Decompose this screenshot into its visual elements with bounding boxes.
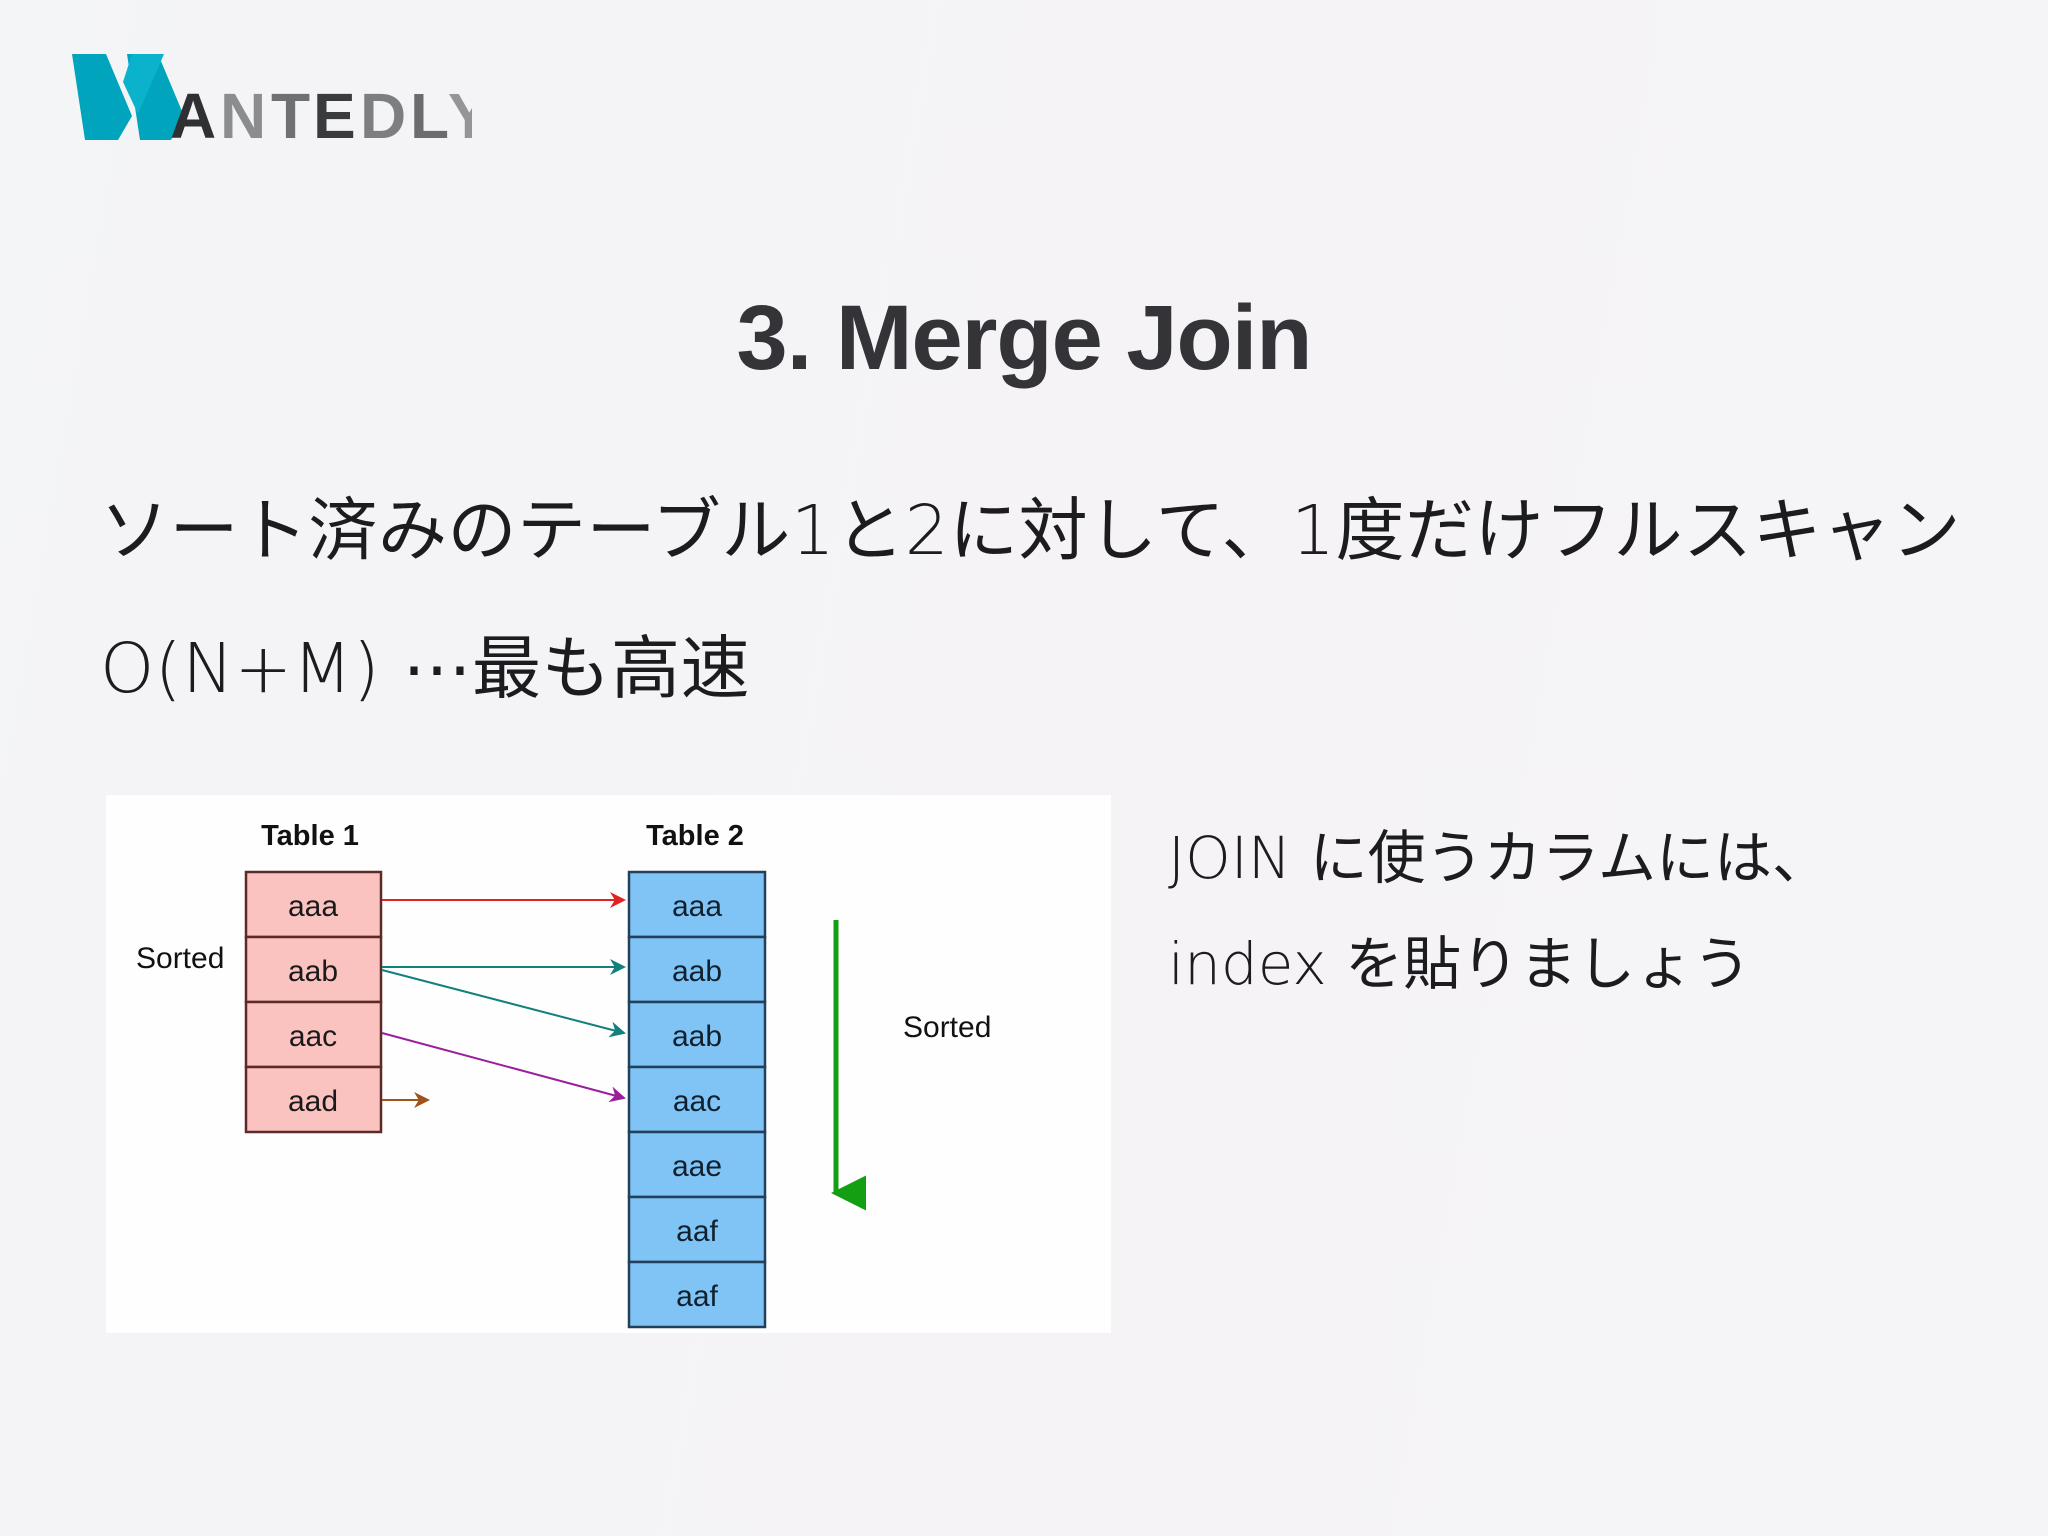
- table2-cell-4: aae: [672, 1150, 722, 1183]
- table1-cell-0: aaa: [288, 890, 338, 923]
- body-text-line-1: ソート済みのテーブル1と2に対して、1度だけフルスキャン: [100, 491, 1962, 571]
- wantedly-logo: A N T E D L Y: [72, 54, 472, 140]
- table-row: aab: [627, 935, 767, 1004]
- table1-cell-3: aad: [288, 1085, 338, 1118]
- table1-title: Table 1: [261, 820, 359, 852]
- table-row: aae: [627, 1130, 767, 1199]
- body-text-line-2: O(N+M) ⋯最も高速: [100, 629, 751, 709]
- side-note-line-2: index を貼りましょう: [1168, 930, 1752, 998]
- table2-title: Table 2: [646, 820, 744, 852]
- table2: aaa aab aab aac aae: [627, 870, 767, 1329]
- svg-text:T: T: [271, 80, 311, 140]
- merge-join-diagram: Table 1 Table 2 Sorted Sorted aaa aab: [106, 795, 1111, 1333]
- table-row: aab: [627, 1000, 767, 1069]
- table-row: aaa: [627, 870, 767, 939]
- table1-cell-1: aab: [288, 955, 338, 988]
- table2-cell-0: aaa: [672, 890, 722, 923]
- page-title: 3. Merge Join: [736, 287, 1313, 389]
- svg-text:Y: Y: [448, 80, 472, 140]
- join-connections: [381, 892, 626, 1108]
- table-row: aac: [244, 1000, 383, 1069]
- sorted-left-label: Sorted: [136, 942, 224, 975]
- svg-text:E: E: [313, 80, 357, 140]
- table2-cell-1: aab: [672, 955, 722, 988]
- svg-text:L: L: [410, 80, 450, 140]
- table-row: aab: [244, 935, 383, 1004]
- svg-text:D: D: [360, 80, 407, 140]
- table2-cell-6: aaf: [676, 1280, 718, 1313]
- table-row: aaf: [627, 1260, 767, 1329]
- table2-cell-2: aab: [672, 1020, 722, 1053]
- table2-cell-3: aac: [673, 1085, 721, 1118]
- table2-cell-5: aaf: [676, 1215, 718, 1248]
- logo-wordmark: A N T E D L Y: [170, 80, 472, 140]
- sorted-right-label: Sorted: [903, 1011, 991, 1044]
- wantedly-logo-svg: A N T E D L Y: [72, 54, 472, 140]
- table1: aaa aab aac aad: [244, 870, 383, 1134]
- body-text: ソート済みのテーブル1と2に対して、1度だけフルスキャン O(N+M) ⋯最も高…: [100, 462, 1980, 738]
- side-note: JOIN に使うカラムには、 index を貼りましょう: [1168, 805, 1968, 1017]
- table-row: aaf: [627, 1195, 767, 1264]
- table-row: aaa: [244, 870, 383, 939]
- connection-arrow-aab-2: [381, 969, 626, 1038]
- connection-arrow-aac: [381, 1032, 626, 1103]
- svg-text:A: A: [170, 80, 217, 140]
- logo-w-mark: [72, 54, 184, 140]
- merge-join-diagram-svg: Table 1 Table 2 Sorted Sorted aaa aab: [136, 820, 991, 1329]
- table1-cell-2: aac: [289, 1020, 337, 1053]
- table-row: aac: [627, 1065, 767, 1134]
- side-note-line-1: JOIN に使うカラムには、: [1168, 824, 1830, 892]
- table-row: aad: [244, 1065, 383, 1134]
- svg-text:N: N: [220, 80, 267, 140]
